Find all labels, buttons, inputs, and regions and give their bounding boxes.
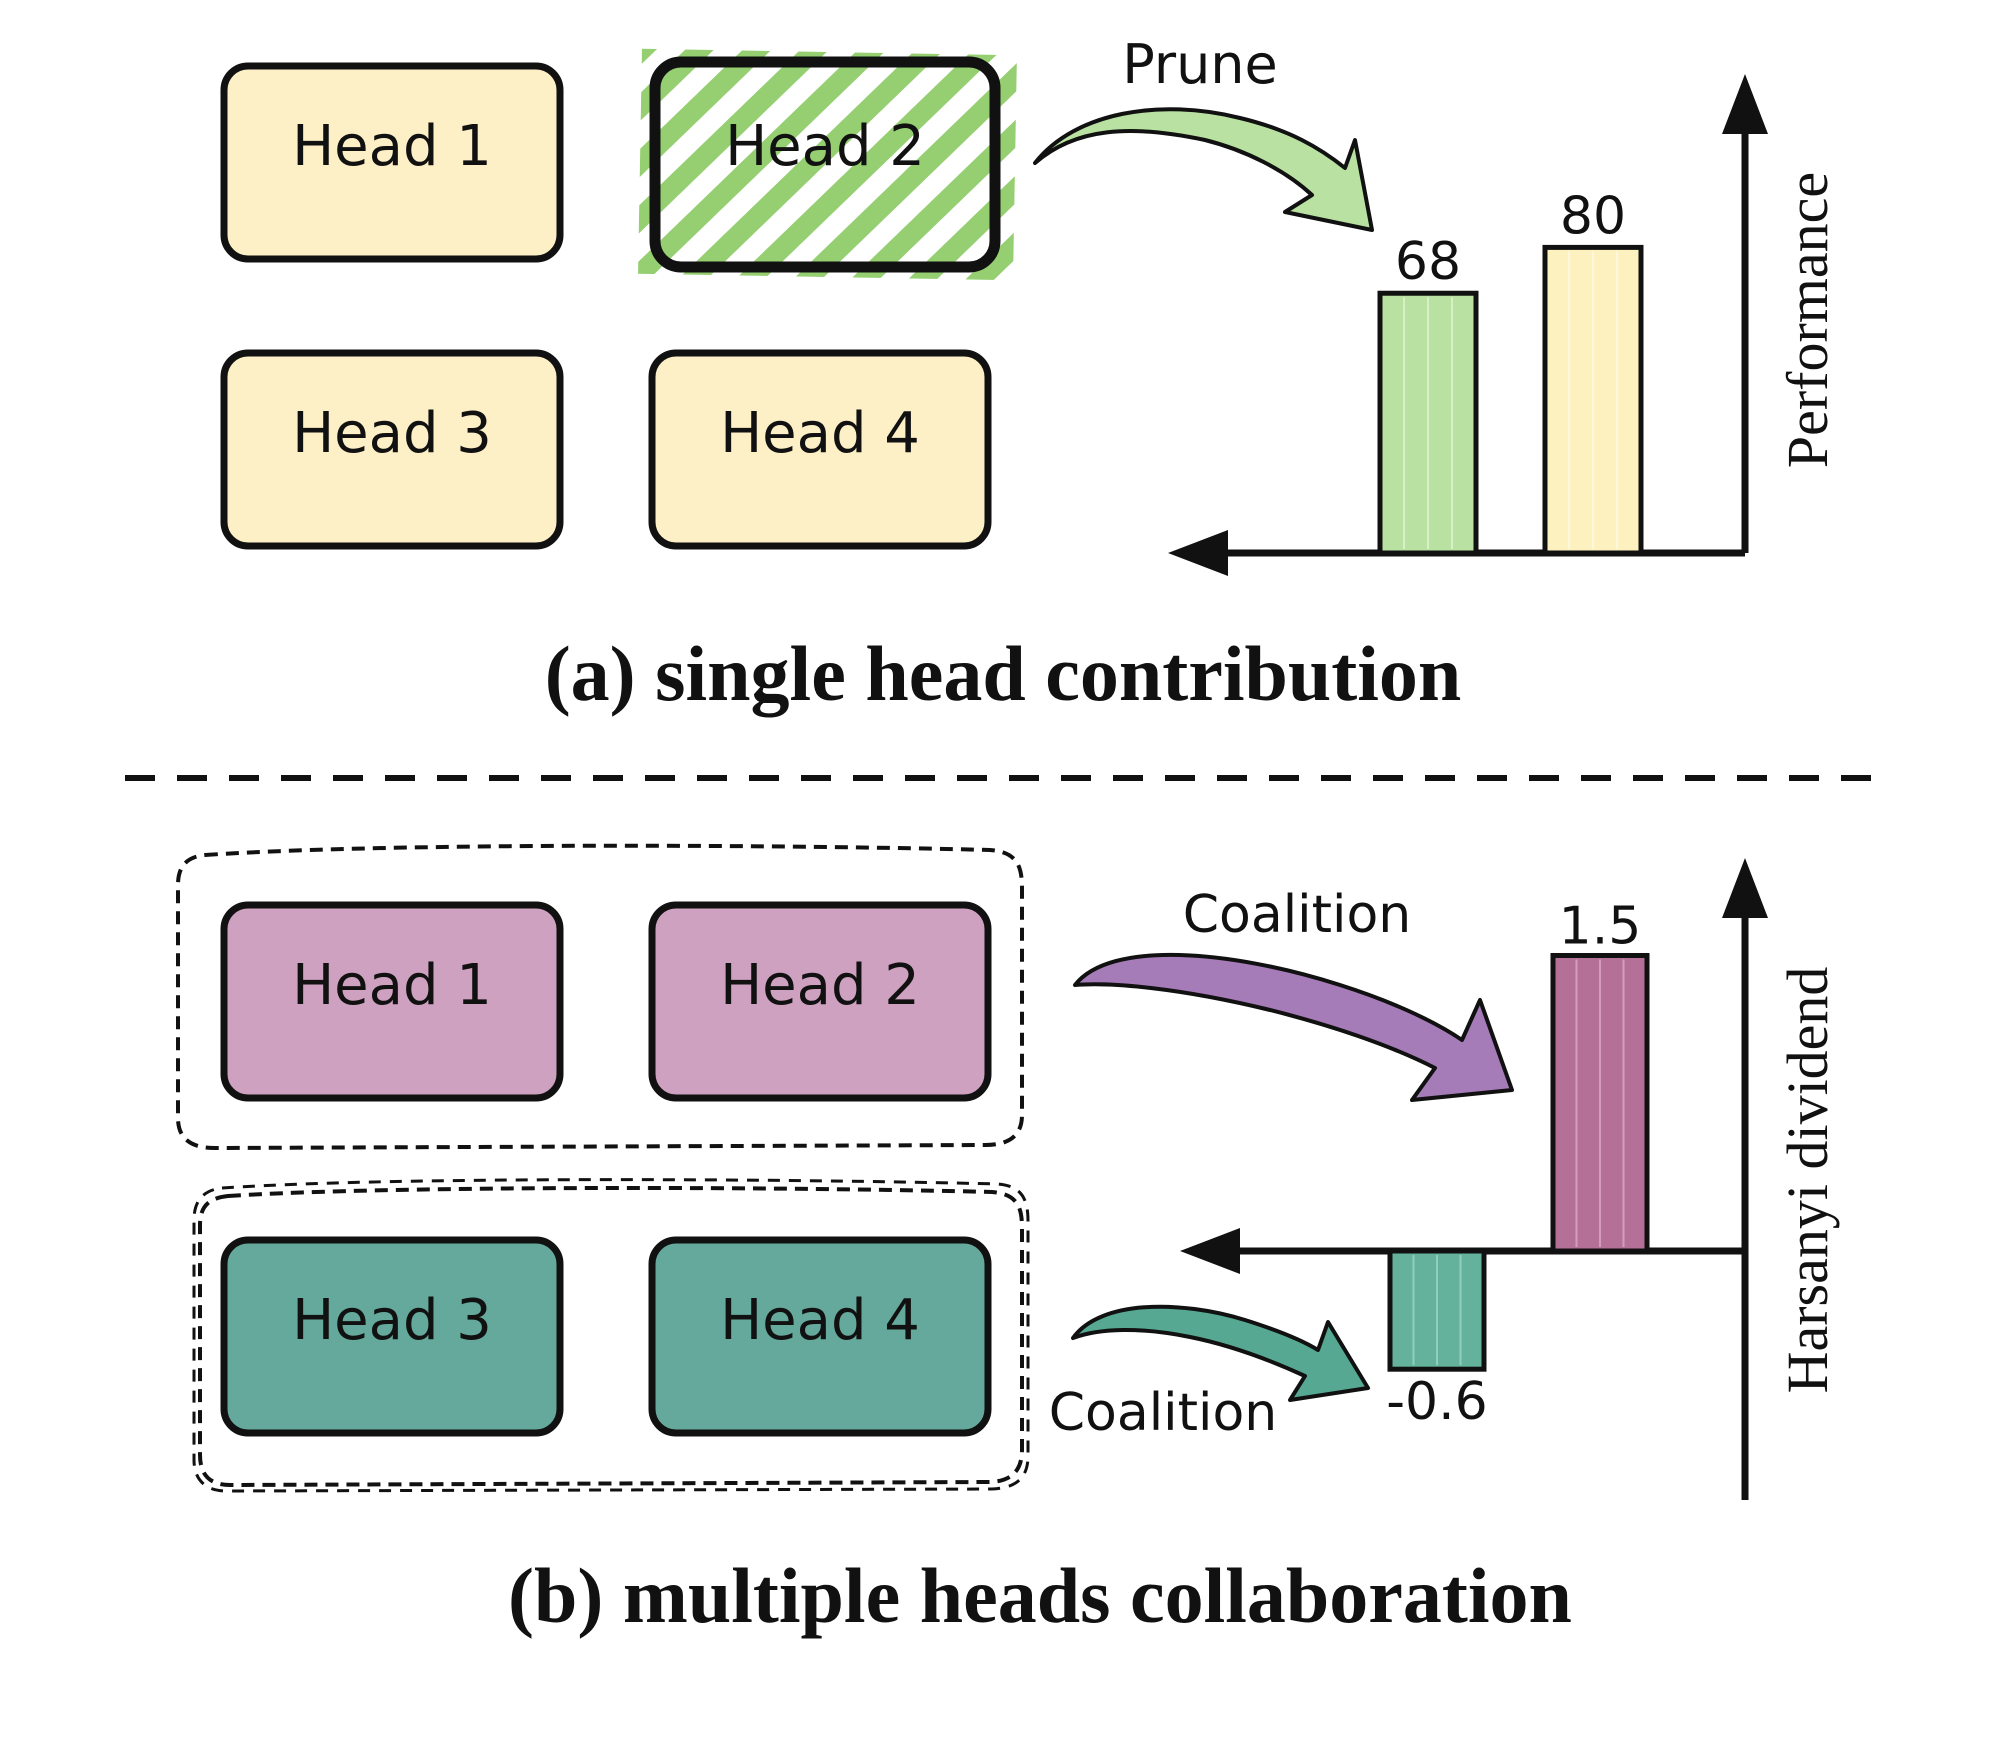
head-label: Head 3 bbox=[292, 1288, 492, 1353]
performance-chart: 68 80 Performance bbox=[1168, 74, 1840, 576]
bar-value-label: 68 bbox=[1395, 232, 1461, 292]
head-label: Head 4 bbox=[720, 401, 920, 466]
panel-b: Head 1 Head 2 Head 3 Head 4 Coalition Co… bbox=[176, 843, 1840, 1639]
bar-value-label: 1.5 bbox=[1559, 897, 1642, 957]
coalition-outline-bottom-2 bbox=[192, 1178, 1030, 1493]
harsanyi-chart: 1.5 -0.6 Harsanyi dividend bbox=[1180, 858, 1840, 1500]
head-box-b2: Head 2 bbox=[648, 901, 992, 1102]
performance-axis-label: Performance bbox=[1775, 172, 1840, 468]
head-box-a1: Head 1 bbox=[220, 62, 564, 263]
prune-label: Prune bbox=[1122, 33, 1278, 96]
head-label: Head 1 bbox=[292, 114, 492, 179]
coalition-outline-bottom bbox=[198, 1185, 1024, 1488]
head-label: Head 2 bbox=[725, 114, 925, 179]
head-label: Head 3 bbox=[292, 401, 492, 466]
head-box-a3: Head 3 bbox=[220, 349, 564, 550]
head-label: Head 1 bbox=[292, 953, 492, 1018]
head-box-a4: Head 4 bbox=[648, 349, 992, 550]
y-axis-arrowhead bbox=[1722, 74, 1768, 134]
head-label: Head 2 bbox=[720, 953, 920, 1018]
head-box-b4: Head 4 bbox=[648, 1236, 992, 1437]
prune-arrow: Prune bbox=[1033, 33, 1374, 232]
x-axis-arrowhead bbox=[1168, 530, 1228, 576]
head-box-b1: Head 1 bbox=[220, 901, 564, 1102]
panel-a: Head 1 Head 2 Head 3 Head 4 Prune 68 80 bbox=[220, 33, 1840, 717]
x-axis-arrowhead bbox=[1180, 1228, 1240, 1274]
coalition-outline-top bbox=[176, 843, 1024, 1151]
coalition-label-bottom: Coalition bbox=[1049, 1383, 1278, 1443]
head-box-b3: Head 3 bbox=[220, 1236, 564, 1437]
y-axis-arrowhead bbox=[1722, 858, 1768, 918]
bar-value-label: 80 bbox=[1560, 186, 1626, 246]
head-label: Head 4 bbox=[720, 1288, 920, 1353]
coalition-arrow-bottom: Coalition bbox=[1049, 1304, 1370, 1443]
caption-b: (b) multiple heads collaboration bbox=[508, 1552, 1572, 1639]
head-box-a2-pruned: Head 2 bbox=[638, 48, 1017, 281]
caption-a: (a) single head contribution bbox=[545, 630, 1462, 717]
bar-value-label: -0.6 bbox=[1386, 1372, 1487, 1432]
harsanyi-axis-label: Harsanyi dividend bbox=[1775, 967, 1840, 1394]
coalition-label-top: Coalition bbox=[1183, 885, 1412, 945]
coalition-arrow-top: Coalition bbox=[1073, 885, 1514, 1102]
